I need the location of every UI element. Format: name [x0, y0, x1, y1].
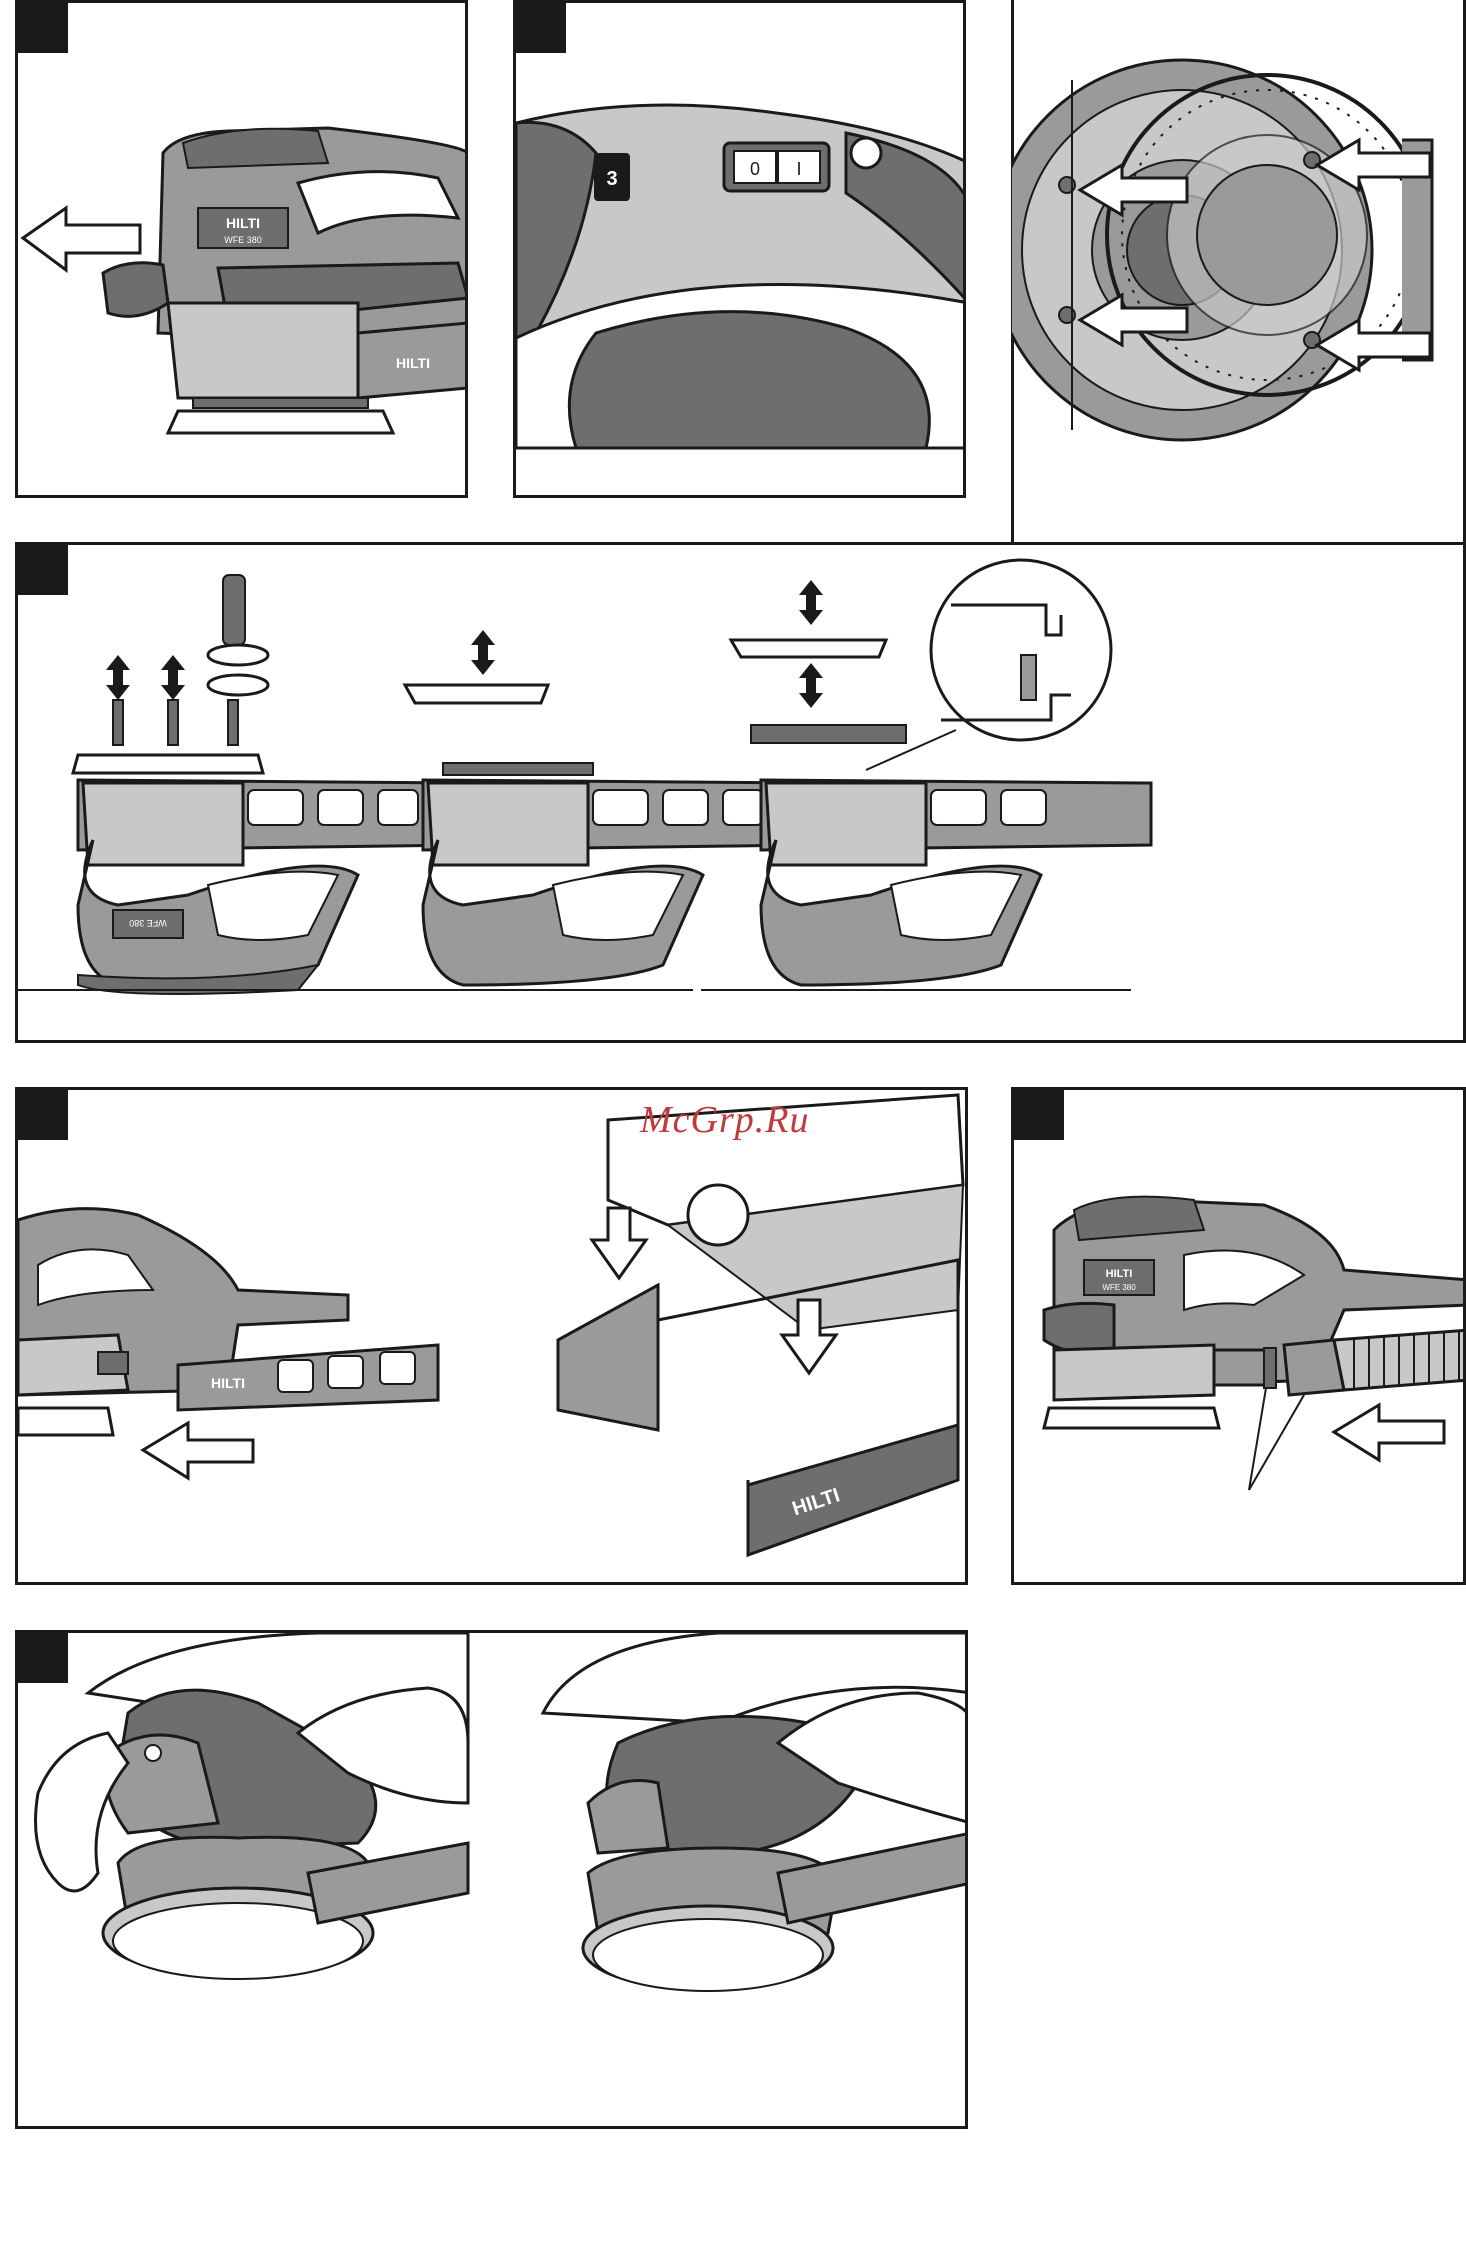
model-label: WFE 380	[224, 235, 262, 245]
left-arrow-icon	[23, 208, 140, 270]
model-label: WFE 380	[1102, 1283, 1136, 1292]
step-c	[701, 560, 1151, 990]
brand-label: HILTI	[226, 215, 260, 231]
left-arrow-icon	[1334, 1405, 1444, 1460]
figure-panel-7	[15, 1630, 968, 2129]
brand-label: HILTI	[211, 1375, 245, 1391]
figure-panel-6: HILTI WFE 380	[1011, 1087, 1466, 1585]
handling-illustration	[18, 1633, 968, 2129]
rotate-arrow-icon	[208, 645, 268, 695]
double-arrow-icon	[471, 630, 495, 675]
sanding-pad-illustration	[1012, 0, 1466, 500]
switch-on-label: I	[796, 159, 801, 179]
hose-connection-illustration: HILTI WFE 380	[1014, 1090, 1466, 1585]
power-switch: 0 I	[724, 143, 829, 191]
figure-panel-2: 3 0 I	[513, 0, 966, 498]
dust-box-illustration: HILTI HILTI	[18, 1090, 968, 1585]
pad-replacement-illustration: HILTI WFE 380	[18, 545, 1466, 1043]
switch-illustration: 3 0 I	[516, 3, 966, 498]
double-arrow-icon	[106, 655, 185, 700]
sander-illustration: HILTI WFE 380 HILTI	[18, 3, 468, 498]
figure-panel-5: HILTI HILTI	[15, 1087, 968, 1585]
brand-label: HILTI	[1106, 1268, 1133, 1280]
model-label: WFE 380	[129, 918, 167, 928]
switch-off-label: 0	[750, 159, 760, 179]
speed-label: 3	[606, 168, 617, 190]
brand-label: HILTI	[396, 355, 430, 371]
left-arrow-icon	[143, 1423, 253, 1478]
step-a: HILTI WFE 380	[18, 575, 468, 994]
figure-panel-4: HILTI WFE 380	[15, 542, 1466, 1043]
step-b	[363, 630, 813, 990]
figure-panel-1: HILTI WFE 380 HILTI	[15, 0, 468, 498]
watermark: McGrp.Ru	[640, 1098, 809, 1142]
